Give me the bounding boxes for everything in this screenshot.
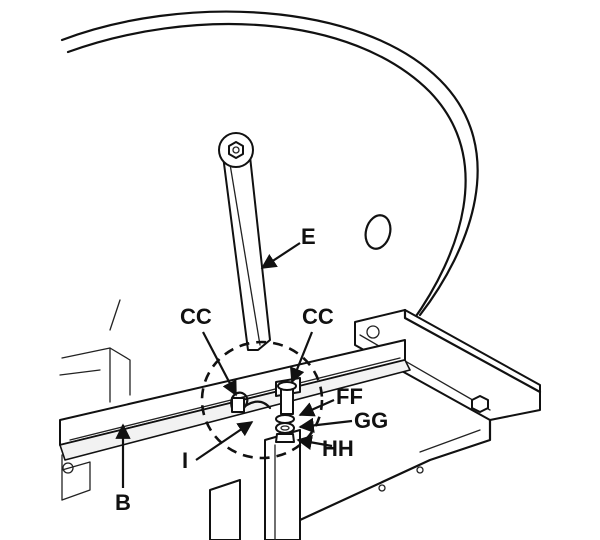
callout-b: B xyxy=(115,490,131,515)
leader-gg xyxy=(298,417,353,434)
frame-assembly xyxy=(298,308,542,522)
deck-shell xyxy=(60,10,479,331)
callout-e: E xyxy=(301,224,316,249)
hairpin-clip xyxy=(230,391,272,414)
leader-i xyxy=(195,421,254,461)
callout-cc-right: CC xyxy=(302,304,334,329)
washer-ff xyxy=(275,414,295,424)
callout-i: I xyxy=(182,448,188,473)
lift-arm xyxy=(218,132,271,351)
washer-gg xyxy=(275,422,295,434)
pivot-nut xyxy=(228,141,244,159)
callout-cc-left: CC xyxy=(180,304,212,329)
callout-gg: GG xyxy=(354,408,388,433)
nut-hh xyxy=(275,433,295,443)
leader-ff xyxy=(298,398,335,417)
callout-ff: FF xyxy=(336,384,363,409)
callout-hh: HH xyxy=(322,436,354,461)
frame-nut xyxy=(471,395,489,413)
leader-lines xyxy=(115,242,353,488)
deck-hole xyxy=(364,214,392,250)
clevis-pin xyxy=(275,377,301,415)
leader-hh xyxy=(296,434,333,450)
frame-bolt-hole xyxy=(366,325,380,339)
leader-cc-left xyxy=(202,331,237,397)
lower-bracket xyxy=(209,429,301,540)
leader-cc-right xyxy=(289,331,314,384)
background-blocks xyxy=(59,347,131,403)
leader-e xyxy=(260,242,301,269)
detail-circle xyxy=(200,340,324,460)
washers xyxy=(275,414,295,443)
clip-bracket xyxy=(231,397,245,413)
